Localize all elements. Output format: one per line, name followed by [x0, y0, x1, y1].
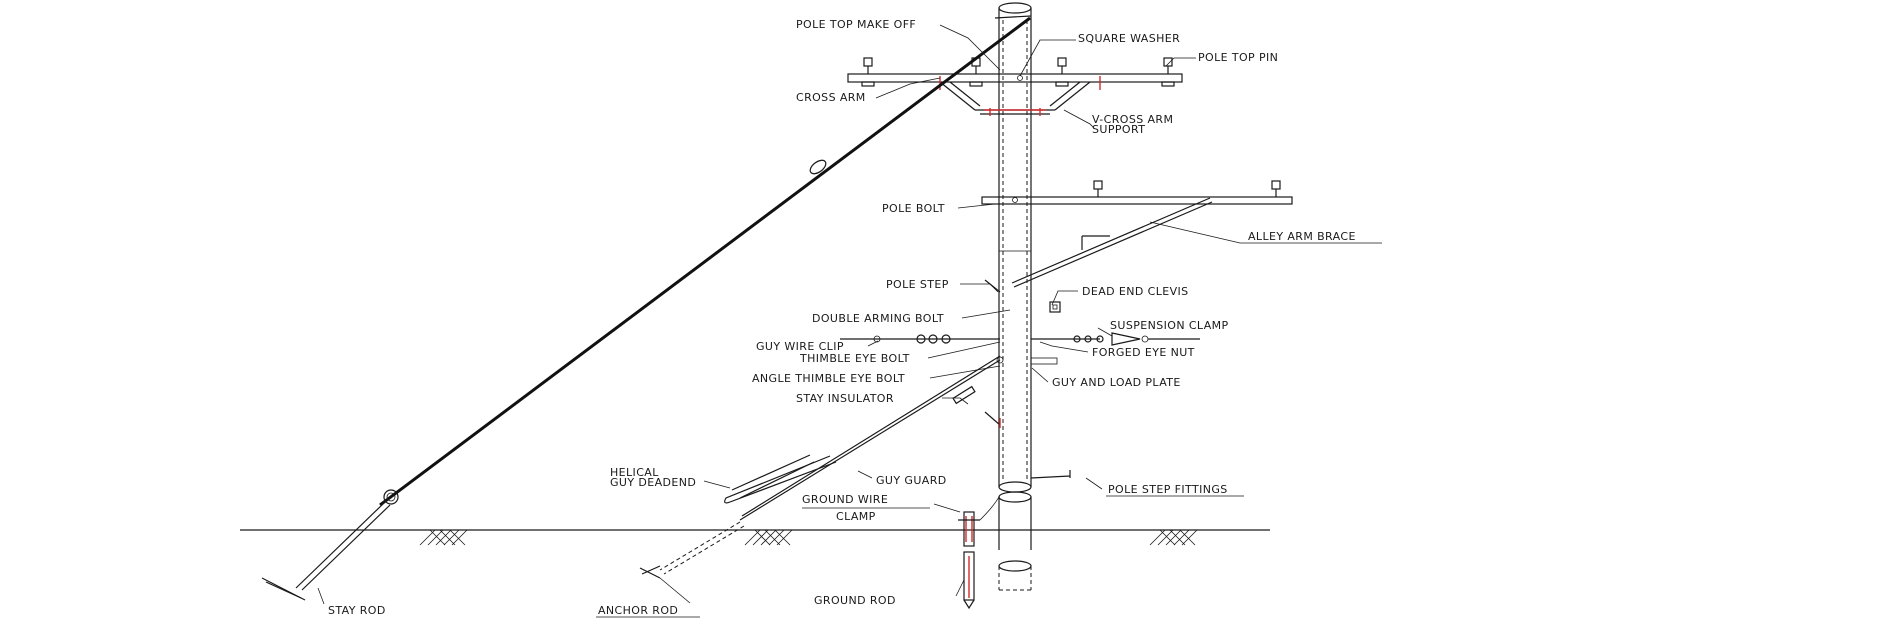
alley-arm-brace [1011, 197, 1213, 288]
leader-lines [317, 24, 1382, 605]
label-forged-eye-nut: FORGED EYE NUT [1092, 346, 1195, 359]
label-pole-step-fittings: POLE STEP FITTINGS [1108, 483, 1228, 496]
label-thimble-eye-bolt: THIMBLE EYE BOLT [799, 352, 910, 365]
label-v-cross-arm-support-line2: SUPPORT [1092, 123, 1145, 136]
pole [998, 2, 1032, 591]
label-ground-wire-clamp-line2: CLAMP [836, 510, 876, 523]
label-angle-thimble-eye-bolt: ANGLE THIMBLE EYE BOLT [752, 372, 905, 385]
label-cross-arm: CROSS ARM [796, 91, 866, 104]
guy-wire [379, 15, 1032, 507]
ground-hatch-2 [744, 529, 793, 546]
label-anchor-rod: ANCHOR ROD [598, 604, 678, 617]
label-dead-end-clevis: DEAD END CLEVIS [1082, 285, 1189, 298]
stay-rod [261, 502, 391, 601]
label-suspension-clamp: SUSPENSION CLAMP [1110, 319, 1229, 332]
label-ground-rod: GROUND ROD [814, 594, 896, 607]
label-pole-top-make-off: POLE TOP MAKE OFF [796, 18, 916, 31]
label-stay-rod: STAY ROD [328, 604, 386, 617]
label-square-washer: SQUARE WASHER [1078, 32, 1180, 45]
label-v-cross-arm-support-line1: V-CROSS ARM [1092, 113, 1173, 126]
anchor-assembly [639, 355, 1001, 579]
cross-arm-top [847, 73, 1183, 116]
label-guy-wire-clip: GUY WIRE CLIP [756, 340, 844, 353]
label-pole-top-pin: POLE TOP PIN [1198, 51, 1278, 64]
label-pole-step: POLE STEP [886, 278, 949, 291]
label-alley-arm-brace: ALLEY ARM BRACE [1248, 230, 1356, 243]
ground-hatch-1 [419, 529, 468, 546]
label-double-arming-bolt: DOUBLE ARMING BOLT [812, 312, 944, 325]
ground-hatch-3 [1149, 529, 1198, 546]
cross-arm-lower [981, 180, 1293, 205]
label-pole-bolt: POLE BOLT [882, 202, 945, 215]
label-helical-guy-deadend-line1: HELICAL [610, 466, 659, 479]
ground-rod-assembly [958, 494, 1001, 610]
label-guy-guard: GUY GUARD [876, 474, 947, 487]
label-helical-guy-deadend-line2: GUY DEADEND [610, 476, 696, 489]
label-guy-and-load-plate: GUY AND LOAD PLATE [1052, 376, 1181, 389]
label-stay-insulator: STAY INSULATOR [796, 392, 894, 405]
label-ground-wire-clamp-line1: GROUND WIRE [802, 493, 888, 506]
